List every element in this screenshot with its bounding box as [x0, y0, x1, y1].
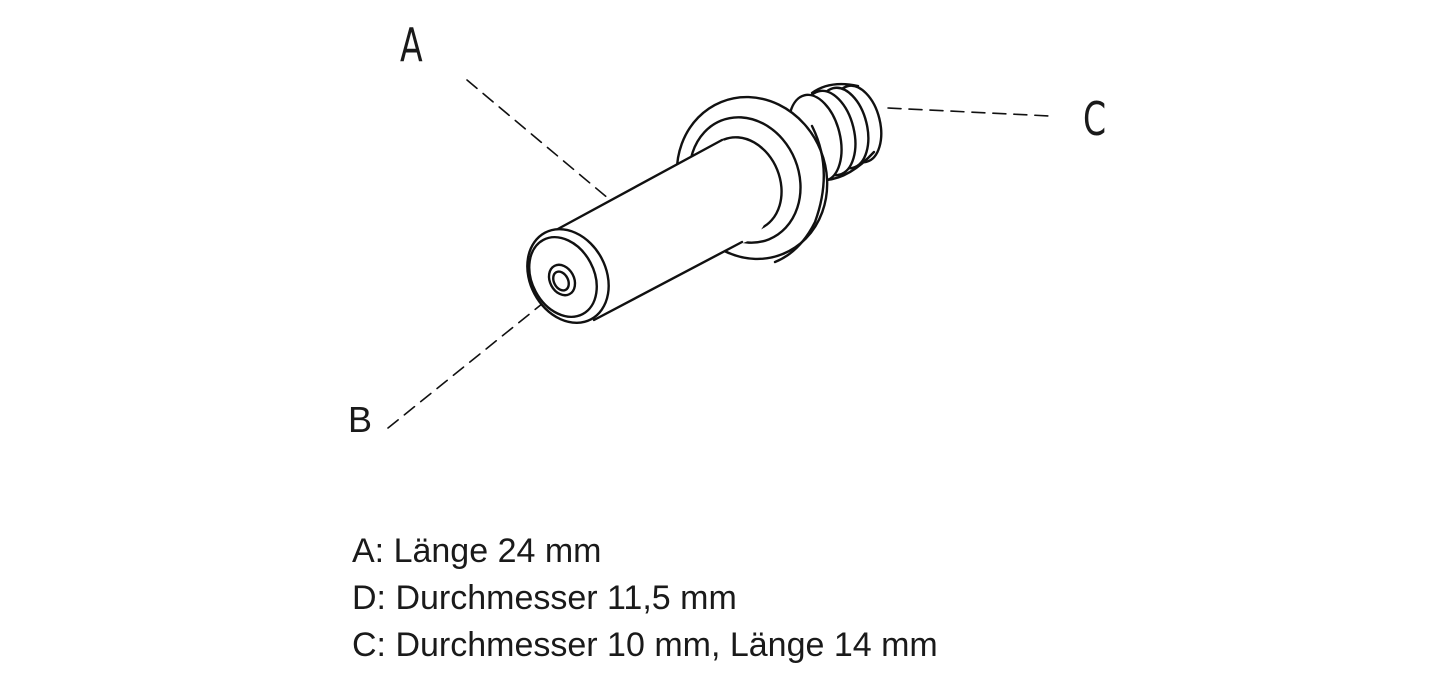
- part-drawing: [387, 79, 1051, 429]
- dimension-legend: A: Länge 24 mm D: Durchmesser 11,5 mm C:…: [352, 528, 938, 669]
- callout-label-c: C: [1083, 92, 1107, 146]
- bore-hole: [547, 263, 577, 297]
- legend-line-d: D: Durchmesser 11,5 mm: [352, 579, 737, 617]
- shaft: [554, 138, 770, 322]
- leader-line-a: [466, 79, 629, 216]
- callout-label-a: A: [400, 18, 423, 72]
- flange-thickness: [773, 124, 826, 264]
- thread-bottom-edge: [824, 150, 876, 182]
- end-face-outer: [526, 228, 610, 324]
- legend-line-c: C: Durchmesser 10 mm, Länge 14 mm: [352, 626, 938, 664]
- end-face-chamfer: [528, 235, 598, 319]
- shaft-top-edge: [554, 138, 724, 232]
- shaft-end-face: [526, 228, 610, 324]
- callout-label-b: B: [348, 399, 373, 440]
- leader-line-b: [387, 282, 569, 429]
- legend-line-a: A: Länge 24 mm: [352, 532, 602, 570]
- shaft-bottom-edge: [592, 240, 744, 322]
- shaft-body: [556, 140, 770, 322]
- bore-hole-inner: [552, 270, 570, 292]
- thread-top-edge: [810, 82, 860, 95]
- leader-line-c: [887, 107, 1051, 117]
